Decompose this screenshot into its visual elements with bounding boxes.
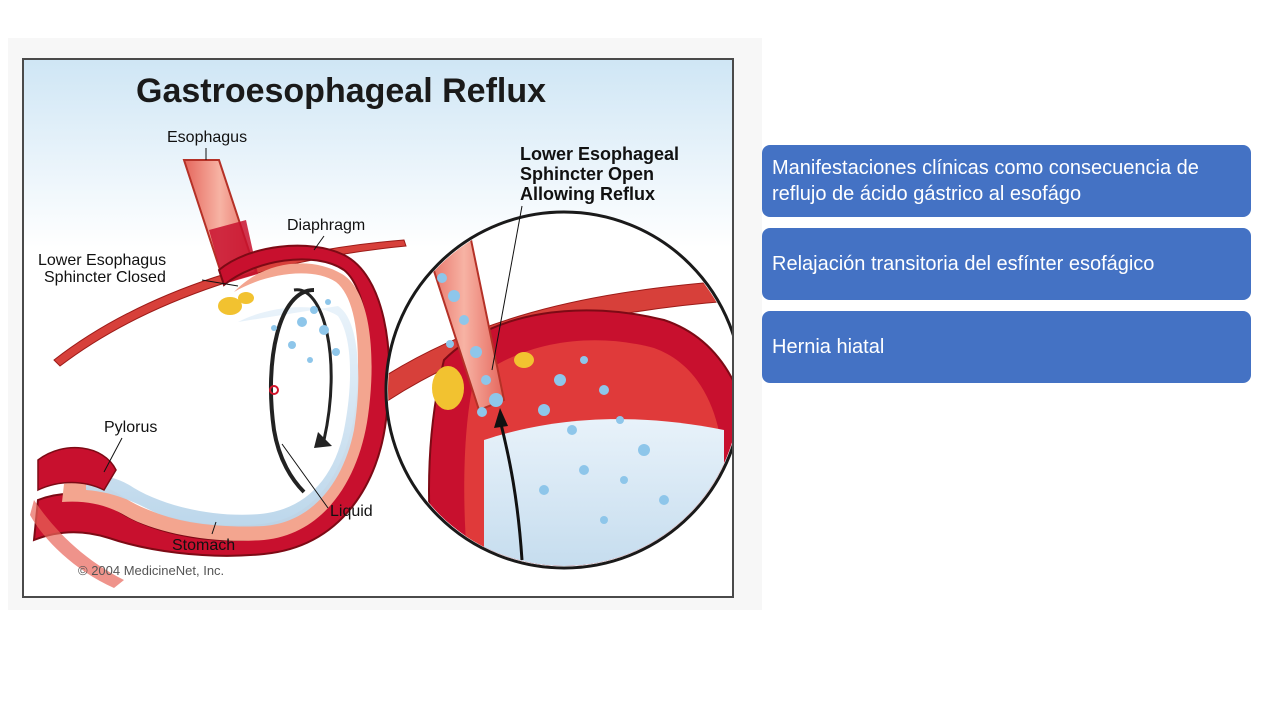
leader-pylorus xyxy=(103,437,123,473)
illustration-title: Gastroesophageal Reflux xyxy=(136,72,546,110)
flow-arrowhead xyxy=(314,432,332,448)
callout-clinical-manifestations: Manifestaciones clínicas como consecuenc… xyxy=(762,145,1251,217)
label-esophagus: Esophagus xyxy=(167,129,247,146)
label-les-closed-1: Lower Esophagus xyxy=(38,252,166,269)
fat-deposit xyxy=(218,297,242,315)
fat-deposit xyxy=(238,292,254,304)
diaphragm-band xyxy=(53,239,407,367)
label-pylorus: Pylorus xyxy=(104,419,157,436)
label-les-open-2: Sphincter Open xyxy=(520,164,654,184)
callout-sphincter-relaxation: Relajación transitoria del esfínter esof… xyxy=(762,228,1251,300)
leader-diaphragm xyxy=(313,235,325,251)
leader-les-open xyxy=(491,205,523,371)
flow-arrow xyxy=(268,288,315,494)
copyright-text: © 2004 MedicineNet, Inc. xyxy=(78,563,224,578)
acid-bubbles xyxy=(271,299,340,363)
illustration-svg: Gastroesophageal Reflux Esophagus xyxy=(24,60,732,596)
label-les-open-3: Allowing Reflux xyxy=(520,184,655,204)
callout-text: Hernia hiatal xyxy=(772,336,885,358)
label-diaphragm: Diaphragm xyxy=(287,217,365,234)
leader-les-closed xyxy=(201,279,239,287)
reflux-illustration: Gastroesophageal Reflux Esophagus xyxy=(22,58,734,598)
callout-text: Relajación transitoria del esfínter esof… xyxy=(772,253,1155,275)
callout-text: Manifestaciones clínicas como consecuenc… xyxy=(772,157,1199,205)
label-les-open-1: Lower Esophageal xyxy=(520,144,679,164)
label-stomach: Stomach xyxy=(172,537,235,554)
label-liquid: Liquid xyxy=(330,503,373,520)
duodenum xyxy=(37,447,117,492)
label-les-closed-2: Sphincter Closed xyxy=(44,269,166,286)
duodenum-lower xyxy=(30,500,124,588)
leader-liquid xyxy=(281,443,329,509)
red-marker xyxy=(269,385,279,395)
leader-stomach xyxy=(211,521,217,535)
callout-hiatal-hernia: Hernia hiatal xyxy=(762,311,1251,383)
